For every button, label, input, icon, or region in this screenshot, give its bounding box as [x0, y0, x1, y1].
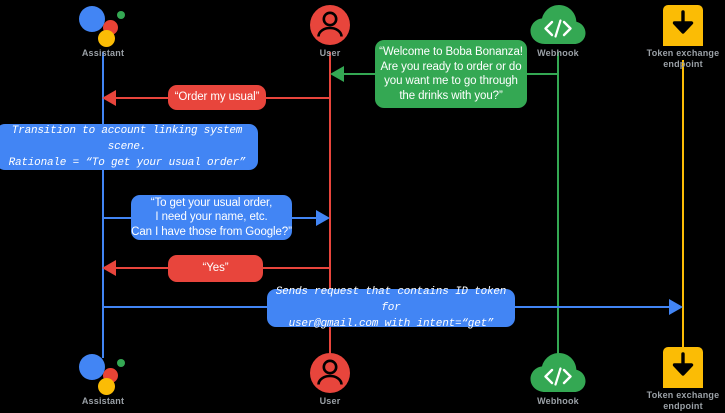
- arrow-head-sends-request: [669, 299, 683, 315]
- lifeline-token: [682, 60, 684, 348]
- lifeline-webhook: [557, 52, 559, 358]
- message-bubble-sends-request: Sends request that contains ID token for…: [267, 286, 515, 330]
- actor-label-webhook-bottom: Webhook: [537, 396, 579, 406]
- user-avatar-icon: [309, 4, 351, 46]
- actor-label-user-bottom: User: [319, 396, 341, 406]
- lifeline-assistant: [102, 52, 104, 358]
- assistant-dot-blue: [79, 354, 105, 380]
- google-assistant-icon: [79, 4, 127, 47]
- message-bubble-order-my-usual: “Order my usual”: [168, 85, 266, 110]
- actor-user-bottom: User: [270, 352, 390, 407]
- actor-label-token-bottom: Token exchange endpoint: [646, 390, 720, 411]
- lifeline-user: [329, 52, 331, 358]
- message-bubble-yes: “Yes”: [168, 255, 263, 282]
- actor-assistant-bottom: Assistant: [43, 352, 163, 407]
- download-box-icon: [662, 4, 704, 46]
- actor-user-top: User: [270, 4, 390, 59]
- actor-token-top: Token exchange endpoint: [623, 4, 725, 70]
- message-bubble-transition-note: Transition to account linking system sce…: [0, 124, 258, 170]
- assistant-dot-green: [117, 359, 125, 367]
- actor-label-user: User: [319, 48, 341, 58]
- actor-label-assistant: Assistant: [81, 48, 125, 58]
- message-bubble-welcome: “Welcome to Boba Bonanza! Are you ready …: [375, 40, 527, 108]
- actor-webhook-top: Webhook: [498, 4, 618, 59]
- assistant-dot-green: [117, 11, 125, 19]
- assistant-dot-yellow: [98, 30, 115, 47]
- cloud-code-icon-bottom: [530, 352, 586, 394]
- actor-label-assistant-bottom: Assistant: [81, 396, 125, 406]
- actor-token-bottom: Token exchange endpoint: [623, 346, 725, 412]
- user-avatar-icon-bottom: [309, 352, 351, 394]
- assistant-dot-yellow: [98, 378, 115, 395]
- arrow-head-yes: [102, 260, 116, 276]
- cloud-code-icon: [530, 4, 586, 46]
- arrow-head-need-your-name: [316, 210, 330, 226]
- actor-webhook-bottom: Webhook: [498, 352, 618, 407]
- download-box-icon-bottom: [662, 346, 704, 388]
- assistant-dot-blue: [79, 6, 105, 32]
- message-bubble-need-your-name: “To get your usual order, I need your na…: [131, 195, 292, 240]
- arrow-head-order-my-usual: [102, 90, 116, 106]
- actor-assistant-top: Assistant: [43, 4, 163, 59]
- arrow-head-welcome: [330, 66, 344, 82]
- actor-label-token: Token exchange endpoint: [646, 48, 720, 69]
- actor-label-webhook: Webhook: [537, 48, 579, 58]
- google-assistant-icon-bottom: [79, 352, 127, 395]
